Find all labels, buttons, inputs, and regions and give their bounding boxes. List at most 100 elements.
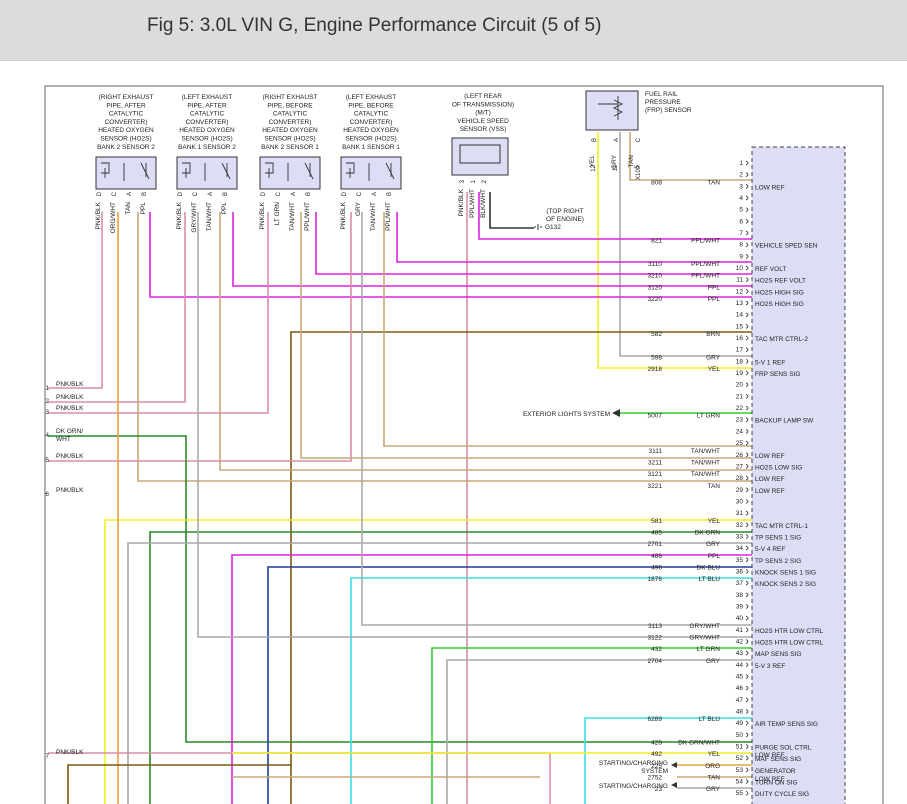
pin-number: 27: [736, 463, 744, 470]
pin-letter: B: [592, 138, 598, 142]
sensor-label: HEATED OXYGEN: [98, 127, 154, 134]
wire-3122: [197, 212, 752, 638]
pin-letter: C: [193, 191, 199, 196]
circuit-number: 3122: [648, 634, 663, 641]
pin-number: 42: [736, 638, 744, 645]
wire-3210: [315, 212, 752, 275]
wire-color-label: PNK/BLK: [95, 201, 102, 229]
circuit-number: 3221: [648, 483, 663, 490]
circuit-number: 23: [655, 786, 663, 793]
pin-number: 46: [736, 685, 744, 692]
wire-496: [267, 566, 752, 804]
wire-3221: [137, 212, 752, 482]
sensor-label: CATALYTIC: [354, 111, 389, 118]
pin-bracket: [745, 359, 749, 364]
pin-bracket: [745, 545, 749, 551]
pin-bracket: [745, 487, 749, 493]
wire-432: [431, 647, 752, 804]
pin-function: HO2S HTR LOW CTRL: [755, 628, 824, 635]
pin-number: 29: [736, 487, 744, 494]
pin-bracket: [745, 335, 749, 341]
pin-letter: A: [127, 192, 133, 196]
wire-layer: [48, 132, 752, 804]
sensor-label: CATALYTIC: [109, 111, 144, 118]
vss-label: (M/T): [475, 110, 491, 117]
wire-581: [104, 519, 752, 804]
pin-number: 11: [736, 277, 743, 284]
starting-charging-label: STARTING/CHARGING: [599, 783, 668, 790]
pin-function: HO2S HTR LOW CTRL: [755, 639, 824, 646]
pin-bracket: [745, 324, 749, 329]
circuit-number: 5007: [648, 413, 663, 420]
wire-color-label: YEL: [589, 155, 596, 168]
pin-number: 45: [736, 673, 744, 680]
pin-number: 10: [736, 265, 744, 272]
circuit-number: 3210: [648, 273, 663, 280]
pin-number: 16: [736, 335, 744, 342]
wire-left-5: [48, 212, 352, 462]
pin-bracket: [745, 277, 749, 283]
pin-bracket: [745, 744, 749, 749]
circuit-number: 428: [651, 740, 662, 747]
pin-bracket: [745, 592, 749, 598]
vss-label: (LEFT REAR: [464, 93, 502, 100]
pin-bracket: [745, 242, 749, 248]
starting-charging-label: SYSTEM: [641, 768, 668, 775]
wire-color-label: TAN/WHT: [370, 202, 377, 231]
pin-bracket: [745, 639, 749, 644]
wire-left-1: [48, 212, 103, 389]
pin-bracket: [745, 370, 749, 376]
frp-tan-wire: [629, 132, 752, 181]
wire-485: [149, 531, 752, 804]
diagram-frame: [44, 85, 884, 804]
pin-number: 1: [471, 179, 477, 183]
pin-function: TP SENS 1 SIG: [755, 534, 801, 541]
pin-function: KNOCK SENS 2 SIG: [755, 581, 816, 588]
wire-color-label: PPL: [708, 553, 721, 560]
pcm-body: [751, 146, 846, 804]
pin-number: 32: [736, 522, 744, 529]
wire-color-label: PNK/BLK: [259, 201, 266, 229]
speed-sensor-icon: [451, 137, 509, 176]
sensor-label: PIPE, AFTER: [187, 102, 227, 109]
wire-color-label: PPL: [708, 296, 721, 303]
pin-function: LOW REF: [755, 184, 785, 191]
sensor-label: (RIGHT EXHAUST: [99, 94, 154, 101]
pin-function: PURGE SOL CTRL: [755, 745, 812, 752]
left-wire-label: PNK/BLK: [56, 381, 84, 388]
pin-number: 21: [736, 393, 744, 400]
pin-number: 5: [739, 207, 743, 214]
sensor-label: BANK 2 SENSOR 1: [261, 144, 319, 151]
pin-bracket: [745, 382, 749, 388]
wire-486: [231, 554, 752, 804]
pin-bracket: [745, 195, 749, 201]
pin-bracket: [745, 417, 749, 423]
pin-number: 47: [736, 697, 744, 704]
pin-function: FRP SENS SIG: [755, 371, 800, 378]
pin-function: GENERATOR: [755, 768, 796, 775]
pin-bracket: [745, 312, 749, 318]
left-pin-number: 3: [45, 409, 49, 416]
circuit-number: 3121: [648, 471, 663, 478]
pin-number: 11: [613, 164, 619, 171]
pin-bracket: [745, 534, 749, 539]
ground-label: G132: [545, 224, 561, 231]
pin-bracket: [745, 440, 749, 446]
sensor-label: HEATED OXYGEN: [343, 127, 399, 134]
pin-letter: C: [112, 191, 118, 196]
pin-number: 50: [736, 732, 744, 739]
sensor-label: BANK 2 SENSOR 2: [97, 144, 155, 151]
pin-function: MAF SENS SIG: [755, 756, 801, 763]
circuit-number: 821: [651, 238, 662, 245]
sensor-label: HEATED OXYGEN: [179, 127, 235, 134]
vss-ppl-wire: [478, 192, 752, 240]
pin-function: KNOCK SENS 1 SIG: [755, 569, 816, 576]
wire-color-label: DK BLU: [697, 564, 721, 571]
pin-number: 28: [736, 475, 744, 482]
pin-number: 33: [736, 533, 744, 540]
circuit-number: 2701: [648, 541, 663, 548]
pin-letter: C: [636, 137, 642, 142]
wire-color-label: PPL/WHT: [691, 261, 720, 268]
